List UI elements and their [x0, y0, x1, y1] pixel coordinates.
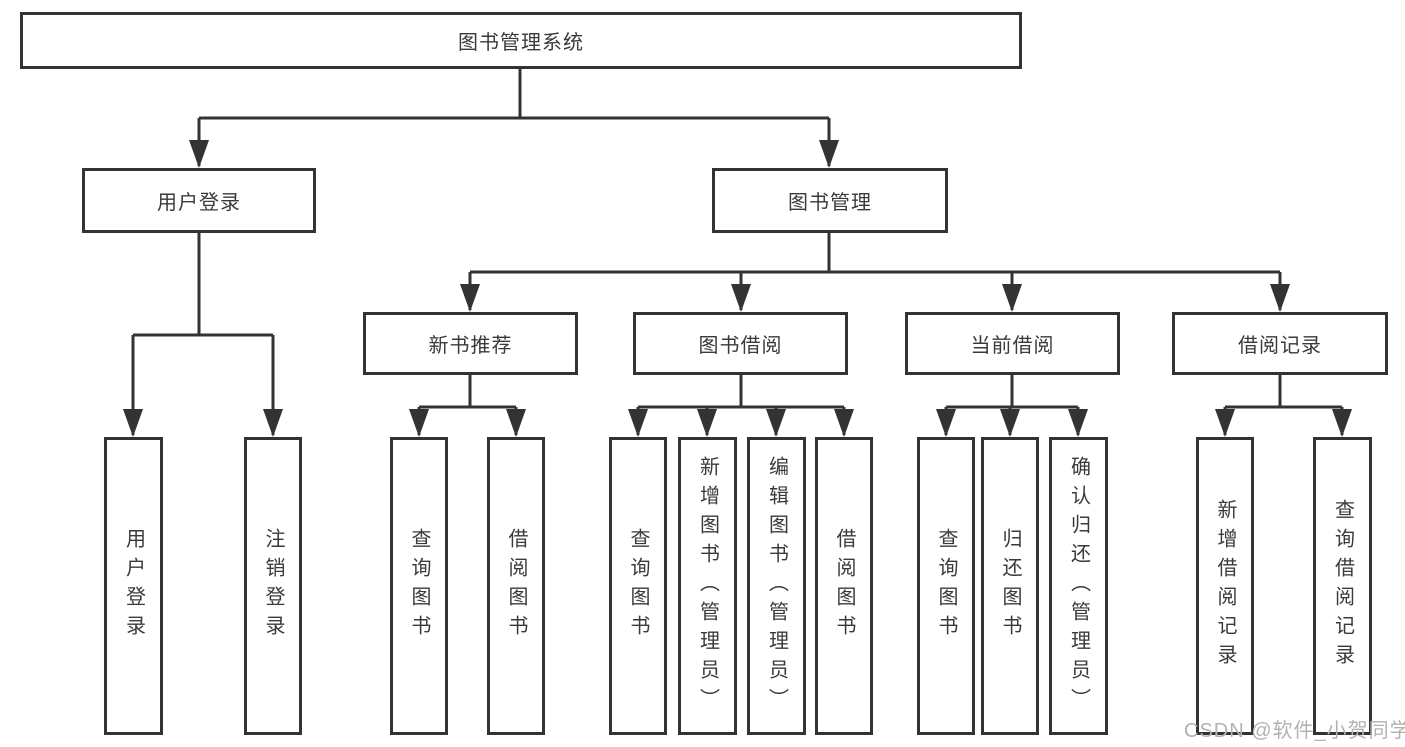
node-book-borrowing: 图书借阅: [633, 312, 848, 375]
node-library-management-system: 图书管理系统: [20, 12, 1022, 69]
node-label: 查询图书: [935, 528, 957, 644]
node-label: 借阅图书: [505, 528, 527, 644]
node-label: 查询图书: [408, 528, 430, 644]
node-label: 图书借阅: [698, 335, 783, 357]
node-leaf-borrowing-add-books-admin: 新增图书（管理员）: [678, 437, 737, 735]
node-leaf-current-confirm-return-admin: 确认归还（管理员）: [1049, 437, 1108, 735]
node-label: 归还图书: [999, 528, 1021, 644]
node-user-login: 用户登录: [82, 168, 316, 233]
node-label: 图书管理: [788, 192, 872, 214]
csdn-watermark: CSDN @软件_小贺同学: [1184, 720, 1405, 742]
node-label: 查询借阅记录: [1331, 499, 1354, 673]
node-leaf-borrowing-edit-books-admin: 编辑图书（管理员）: [747, 437, 806, 735]
node-leaf-records-add-record: 新增借阅记录: [1196, 437, 1254, 735]
node-current-borrowing: 当前借阅: [905, 312, 1120, 375]
node-book-management: 图书管理: [712, 168, 948, 233]
node-label: 新增借阅记录: [1214, 499, 1236, 673]
node-new-book-recommend: 新书推荐: [363, 312, 578, 375]
node-leaf-user-login: 用户登录: [104, 437, 163, 735]
node-leaf-borrowing-search-books: 查询图书: [609, 437, 667, 735]
node-label: 查询图书: [627, 528, 649, 644]
node-label: 新书推荐: [428, 335, 513, 357]
node-label: 借阅图书: [833, 528, 855, 644]
node-label: 借阅记录: [1238, 335, 1322, 357]
node-label: 注销登录: [262, 528, 284, 644]
node-label: 编辑图书（管理员）: [765, 455, 788, 717]
node-leaf-current-search-books: 查询图书: [917, 437, 975, 735]
node-label: 用户登录: [122, 528, 145, 644]
node-label: 新增图书（管理员）: [696, 455, 719, 717]
arrowheads: [123, 140, 1352, 437]
node-borrowing-records: 借阅记录: [1172, 312, 1388, 375]
node-leaf-logout: 注销登录: [244, 437, 302, 735]
node-leaf-recommend-search-books: 查询图书: [390, 437, 448, 735]
node-leaf-borrowing-borrow-books: 借阅图书: [815, 437, 873, 735]
node-label: 用户登录: [157, 192, 241, 214]
node-label: 图书管理系统: [458, 32, 584, 54]
node-leaf-records-search-record: 查询借阅记录: [1313, 437, 1372, 735]
node-leaf-recommend-borrow-books: 借阅图书: [487, 437, 545, 735]
node-label: 确认归还（管理员）: [1067, 455, 1090, 717]
node-label: 当前借阅: [970, 335, 1055, 357]
node-leaf-current-return-books: 归还图书: [981, 437, 1039, 735]
